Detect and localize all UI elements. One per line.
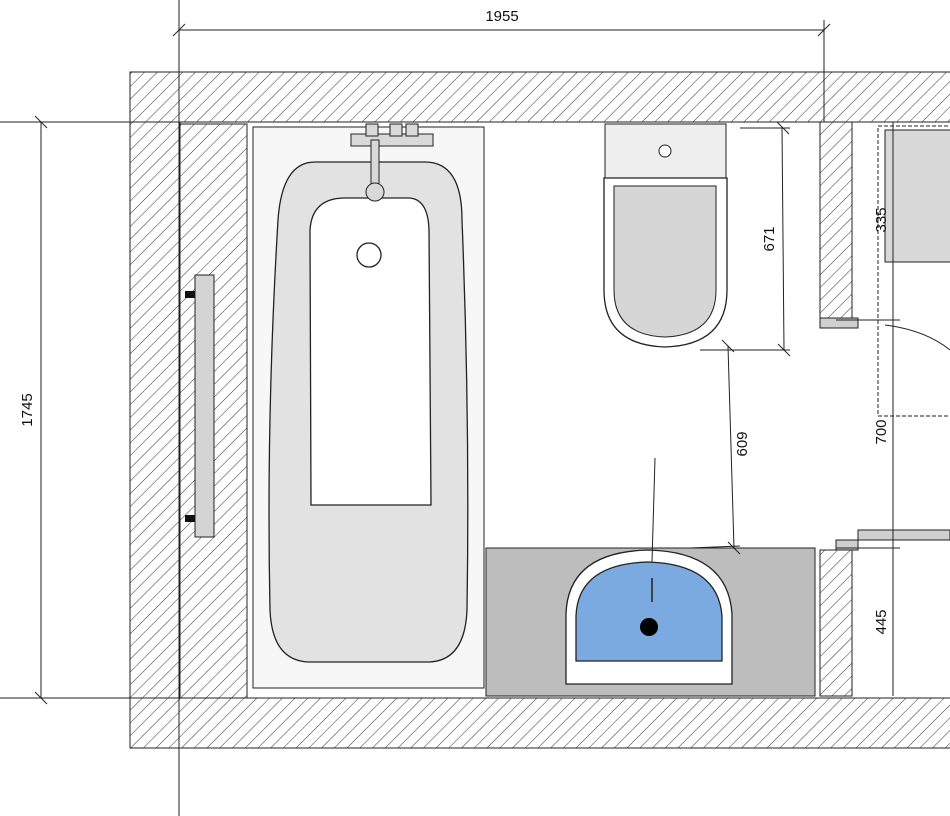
toilet-bowl-seat bbox=[613, 185, 717, 338]
dim-toilet-depth: 671 bbox=[761, 226, 778, 251]
bottom-wall bbox=[129, 697, 950, 749]
vanity bbox=[485, 457, 816, 697]
dim-toilet-sink-gap: 609 bbox=[734, 431, 751, 456]
dim-door-width: 700 bbox=[873, 419, 890, 444]
towel-rail bbox=[185, 274, 215, 538]
left-wall bbox=[129, 121, 181, 699]
right-wall-upper bbox=[819, 121, 853, 319]
dim-right-upper: 335 bbox=[873, 207, 890, 232]
sink-drain-icon bbox=[640, 618, 658, 636]
dim-right-lower: 445 bbox=[873, 609, 890, 634]
doorway bbox=[819, 122, 950, 696]
door-leaf bbox=[884, 129, 950, 263]
top-wall bbox=[129, 71, 950, 123]
dim-overall-height: 1745 bbox=[19, 393, 36, 426]
bathtub-inner-basin bbox=[309, 197, 432, 506]
faucet-icon bbox=[350, 123, 434, 202]
bathtub bbox=[252, 123, 485, 689]
drain-icon bbox=[356, 242, 382, 268]
dim-overall-width: 1955 bbox=[485, 8, 518, 25]
flush-button-icon bbox=[658, 144, 672, 158]
right-wall-lower bbox=[819, 549, 853, 697]
sink-basin-water bbox=[575, 561, 723, 662]
toilet bbox=[603, 123, 728, 348]
